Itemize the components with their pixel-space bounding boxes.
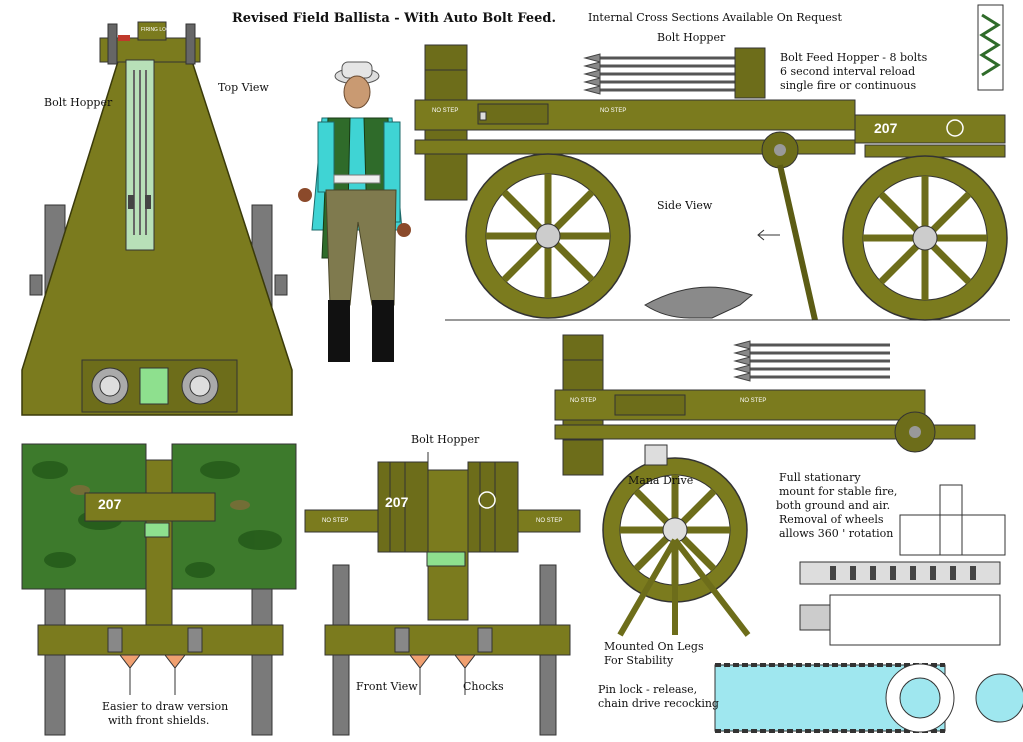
stationary-mount-drawing bbox=[554, 334, 1023, 733]
chocks-label: Chocks bbox=[463, 680, 504, 693]
unit-number: 207 bbox=[98, 496, 122, 512]
mana-drive-label: Mana Drive bbox=[628, 474, 694, 487]
hopper-desc-line3: single fire or continuous bbox=[780, 79, 917, 92]
hopper-desc-line2: 6 second interval reload bbox=[780, 65, 916, 78]
unit-number: 207 bbox=[385, 494, 409, 510]
human-figure bbox=[298, 61, 411, 362]
side-view-label: Side View bbox=[657, 199, 713, 212]
front-view-hopper-label: Bolt Hopper bbox=[411, 433, 480, 446]
easier-draw-line1: Easier to draw version bbox=[102, 700, 229, 713]
top-view-hopper-label: Bolt Hopper bbox=[44, 96, 113, 109]
stationary-line5: allows 360 ' rotation bbox=[779, 527, 894, 540]
diagram-title: Revised Field Ballista - With Auto Bolt … bbox=[232, 11, 557, 26]
no-step-marking: NO STEP bbox=[740, 398, 767, 404]
pin-lock-line1: Pin lock - release, bbox=[598, 683, 698, 696]
side-view-drawing bbox=[414, 4, 1010, 321]
camo-front-view-drawing bbox=[21, 443, 297, 736]
stationary-line2: mount for stable fire, bbox=[779, 485, 898, 498]
hopper-desc-line1: Bolt Feed Hopper - 8 bolts bbox=[780, 51, 928, 64]
firing-lock-marking: FIRING LOCK bbox=[141, 27, 173, 33]
front-view-label: Front View bbox=[356, 680, 418, 693]
unit-number: 207 bbox=[874, 120, 898, 136]
cross-sections-note: Internal Cross Sections Available On Req… bbox=[588, 11, 842, 24]
no-step-marking: NO STEP bbox=[536, 518, 563, 524]
side-view-hopper-label: Bolt Hopper bbox=[657, 31, 726, 44]
top-view-drawing bbox=[21, 21, 293, 416]
no-step-marking: NO STEP bbox=[600, 108, 627, 114]
no-step-marking: NO STEP bbox=[432, 108, 459, 114]
top-view-label: Top View bbox=[218, 81, 269, 94]
pin-lock-line2: chain drive recocking bbox=[598, 697, 719, 710]
stationary-line1: Full stationary bbox=[779, 471, 861, 484]
legs-line1: Mounted On Legs bbox=[604, 640, 704, 653]
legs-line2: For Stability bbox=[604, 654, 674, 667]
stationary-line4: Removal of wheels bbox=[779, 513, 884, 526]
easier-draw-line2: with front shields. bbox=[108, 714, 210, 727]
no-step-marking: NO STEP bbox=[322, 518, 349, 524]
stationary-line3: both ground and air. bbox=[776, 499, 891, 512]
front-view-drawing bbox=[304, 452, 581, 736]
no-step-marking: NO STEP bbox=[570, 398, 597, 404]
